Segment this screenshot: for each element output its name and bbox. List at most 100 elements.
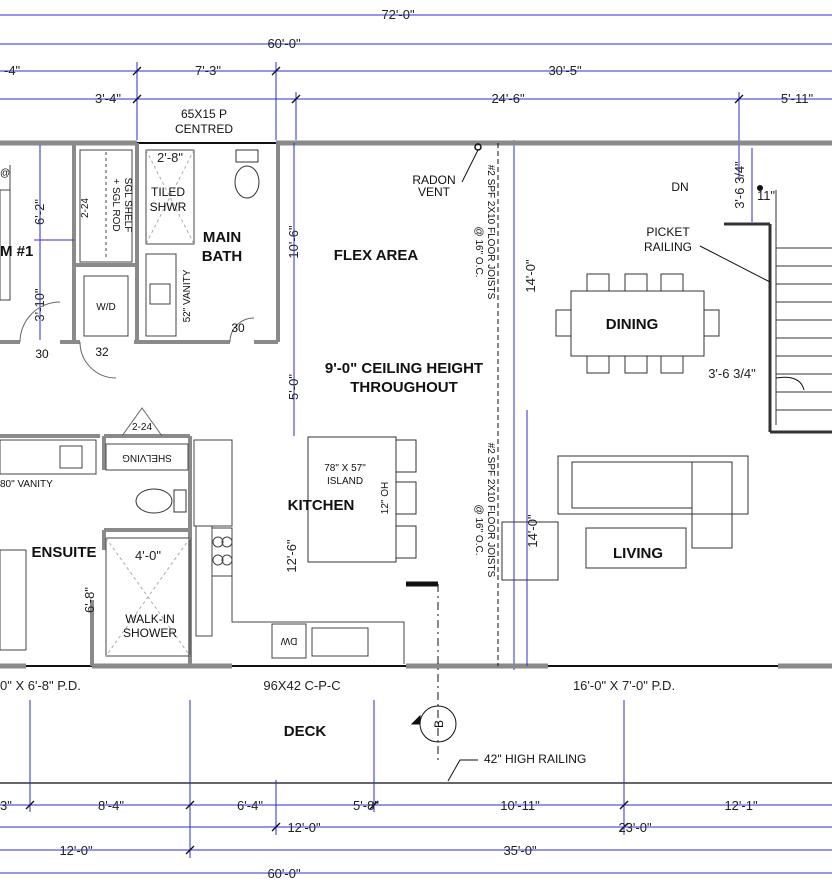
railing-leader (447, 759, 478, 782)
walk-in-1: WALK-IN (125, 612, 175, 626)
dim-12-0-mid: 12'-0" (287, 820, 321, 835)
sign-at: @ (0, 168, 10, 179)
section-letter: B (432, 720, 446, 728)
top-dimension-lines (0, 14, 832, 670)
joists-upper-1: #2 SPF 2X10 FLOOR JOISTS (485, 165, 496, 300)
door-32: 32 (95, 345, 109, 359)
dim-2-8: 2'-8" (157, 150, 183, 165)
window-top-note-2: CENTRED (175, 122, 233, 136)
walk-in-2: SHOWER (123, 626, 177, 640)
dim-35-0: 35'-0" (503, 843, 537, 858)
dim-12-6: 12'-6" (284, 539, 299, 573)
radon-2: VENT (418, 185, 451, 199)
room-main-bath-2: BATH (202, 248, 243, 265)
room-ensuite: ENSUITE (31, 544, 96, 561)
bedroom-dim-lines (34, 145, 74, 340)
vanity-ensuite-label: 80" VANITY (0, 479, 53, 490)
oh-label: 12" OH (380, 482, 391, 514)
bottom-dimension-ticks (25, 800, 629, 855)
dim-6-8: 6'-8" (82, 587, 97, 613)
railing-note: 42" HIGH RAILING (484, 752, 586, 766)
island-2: ISLAND (327, 476, 363, 487)
dim-12-0-low: 12'-0" (59, 843, 93, 858)
room-dining: DINING (606, 316, 659, 333)
room-living: LIVING (613, 545, 663, 562)
ensuite-vanity (0, 439, 97, 475)
sgl-shelf-note-2: + SGL ROD (110, 178, 121, 231)
bottom-dimension-lines (0, 700, 832, 874)
stair-post (757, 185, 763, 191)
radon-leader (461, 149, 479, 183)
dim-10-11: 10'-11" (500, 798, 540, 813)
dim-4-0: 4'-0" (135, 548, 161, 563)
main-bath-toilet (234, 149, 260, 199)
dim-14-0-dining: 14'-0" (523, 259, 538, 293)
dn-label: DN (671, 180, 688, 194)
door-living-note: 16'-0" X 7'-0" P.D. (573, 678, 675, 693)
dw-label: DW (280, 635, 297, 646)
room-main-bath-1: MAIN (203, 229, 241, 246)
dim-12-1: 12'-1" (724, 798, 758, 813)
joists-lower-2: @ 16" O.C. (473, 505, 484, 556)
living-sofa (501, 455, 749, 581)
door-left-note: 0" X 6'-8" P.D. (0, 678, 81, 693)
kitchen-island (307, 436, 417, 563)
joists-lower-1: #2 SPF 2X10 FLOOR JOISTS (485, 443, 496, 578)
room-bedroom: M #1 (0, 243, 33, 260)
picket-2: RAILING (644, 240, 692, 254)
dim-11: 11" (757, 188, 775, 203)
dim-5-0: 5'-0" (286, 374, 301, 400)
window-top-note-1: 65X15 P (181, 107, 227, 121)
bedroom-closet (0, 149, 133, 301)
dim-7-3: 7'-3" (195, 63, 221, 78)
ensuite-closet-doors (121, 407, 163, 437)
kitchen-counters (193, 439, 405, 664)
dim-2-24-ens: 2-24 (132, 422, 152, 433)
ceiling-note-1: 9'-0" CEILING HEIGHT (325, 360, 483, 377)
deck-door-marker (406, 581, 439, 760)
dining-table (555, 273, 720, 374)
dim-8-4: 8'-4" (98, 798, 124, 813)
shelving-label: SHELVING (122, 452, 172, 463)
dim-3-6-34-mid: 3'-6 3/4" (708, 366, 756, 381)
dim-30-5: 30'-5" (548, 63, 582, 78)
dim-4in: -4" (4, 63, 21, 78)
door-kitchen-note: 96X42 C-P-C (263, 678, 340, 693)
exterior-walls (0, 140, 832, 669)
picket-leader (699, 245, 771, 283)
door-swings-top (19, 301, 255, 379)
tiled-shower (145, 149, 195, 245)
dim-60-0-top: 60'-0" (267, 36, 301, 51)
dim-3in: 3" (0, 798, 12, 813)
picket-1: PICKET (646, 225, 690, 239)
radon-1: RADON (412, 173, 455, 187)
room-flex: FLEX AREA (334, 247, 419, 264)
dim-5-11: 5'-11" (781, 91, 814, 106)
ceiling-note-2: THROUGHOUT (350, 379, 458, 396)
island-1: 78" X 57" (324, 463, 366, 474)
room-deck: DECK (284, 723, 327, 740)
stair-structure (724, 148, 832, 434)
dim-6-4: 6'-4" (237, 798, 263, 813)
dim-23-0: 23'-0" (618, 820, 652, 835)
ensuite-toilet (135, 488, 187, 514)
tiled-shwr-1: TILED (151, 185, 185, 199)
dim-5-8: 5'-8" (353, 798, 379, 813)
walk-in-shower (105, 537, 191, 657)
room-kitchen: KITCHEN (288, 497, 355, 514)
dim-3-4: 3'-4" (95, 91, 121, 106)
ensuite-tub (0, 549, 27, 651)
dim-72-0: 72'-0" (381, 7, 415, 22)
wd-label: W/D (96, 302, 115, 313)
door-30-bed: 30 (35, 347, 49, 361)
door-30-bath: 30 (231, 321, 245, 335)
dim-2-24-bed: 2-24 (80, 198, 91, 218)
main-bath-vanity (145, 253, 177, 337)
stair-arrow (775, 376, 805, 391)
sgl-shelf-note-1: SGL SHELF (122, 178, 133, 233)
ensuite-shelving (105, 443, 189, 471)
stair-treads (776, 247, 832, 411)
top-dimension-ticks (132, 66, 744, 104)
tiled-shwr-2: SHWR (150, 200, 187, 214)
